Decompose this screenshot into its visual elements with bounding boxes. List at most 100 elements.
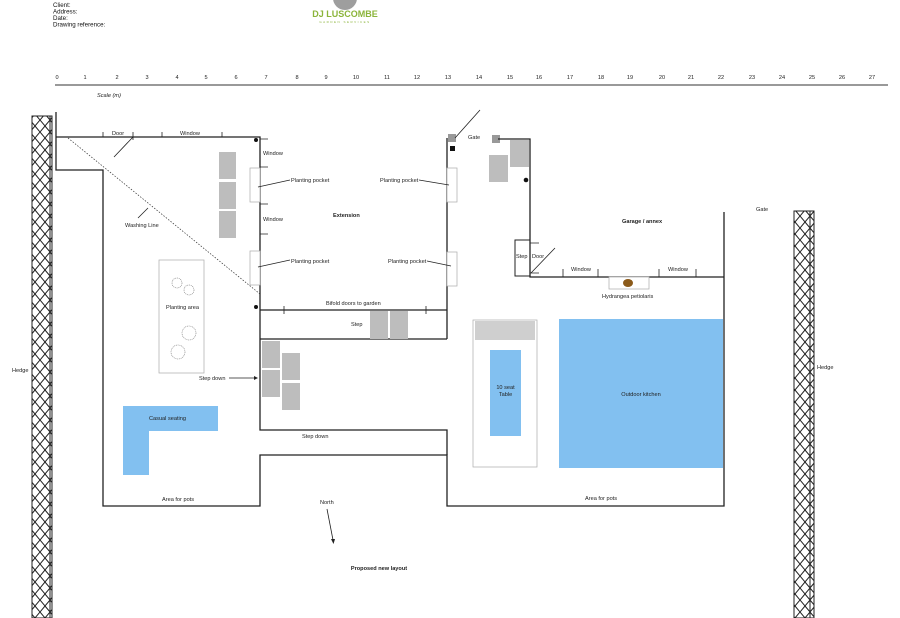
scale-tick-label: 8 — [295, 75, 298, 81]
scale-tick-label: 10 — [353, 75, 359, 81]
scale-tick-label: 15 — [507, 75, 513, 81]
gate-label: Gate — [756, 207, 768, 213]
paving-slabs — [219, 140, 529, 410]
garage-marks — [530, 242, 697, 277]
scale-tick-label: 18 — [598, 75, 604, 81]
scale-tick-label: 2 — [115, 75, 118, 81]
scale-tick-label: 3 — [145, 75, 148, 81]
hydrangea-label: Hydrangea petiolaris — [602, 294, 654, 300]
planting-pocket-label: Planting pocket — [291, 178, 330, 184]
side-step — [514, 239, 531, 277]
arrowhead — [331, 539, 335, 544]
planting-pocket-label: Planting pocket — [388, 259, 427, 265]
casual-seating — [123, 406, 218, 475]
boundary-wall — [55, 112, 725, 507]
door-side-label: Door — [532, 254, 544, 260]
gate-post — [492, 135, 500, 143]
area-for-pots-label: Area for pots — [585, 496, 617, 502]
scale-tick-label: 1 — [83, 75, 86, 81]
post-dot — [254, 138, 258, 142]
hedge-right — [793, 210, 815, 618]
house-wall — [56, 136, 448, 455]
washing-line-arrow — [137, 207, 149, 219]
gate-label: Gate — [468, 135, 480, 141]
gate-swing — [454, 109, 481, 139]
outdoor-kitchen-label: Outdoor kitchen — [621, 392, 661, 398]
planting-pockets — [249, 167, 458, 287]
planting-pocket-label: Planting pocket — [380, 178, 419, 184]
scale-tick-label: 13 — [445, 75, 451, 81]
window-label: Window — [571, 267, 592, 273]
hedge-right-label: Hedge — [817, 365, 833, 371]
plant-icons — [170, 277, 197, 360]
address-label: Address: — [53, 9, 78, 16]
scale-tick-label: 20 — [659, 75, 665, 81]
scale-tick-label: 11 — [384, 75, 390, 81]
north-arrow — [326, 508, 334, 541]
step-down-label: Step down — [302, 434, 328, 440]
scale-tick-label: 24 — [779, 75, 785, 81]
scale-tick-label: 5 — [204, 75, 207, 81]
svg-text:GARDEN SERVICES: GARDEN SERVICES — [319, 20, 370, 24]
hedge-left — [31, 115, 53, 618]
scale-tick-label: 12 — [414, 75, 420, 81]
scale-tick-label: 25 — [809, 75, 815, 81]
table-label: Table — [499, 392, 512, 398]
scale-tick-label: 21 — [688, 75, 694, 81]
step-label: Step — [351, 322, 363, 328]
post-dot — [254, 305, 258, 309]
drawing-reference-label: Drawing reference: — [53, 22, 106, 29]
scale-tick-label: 14 — [476, 75, 482, 81]
hydrangea-plant — [623, 279, 633, 287]
window-ext-label-1: Window — [263, 151, 284, 157]
plan-title: Proposed new layout — [351, 566, 407, 572]
pocket-arrows — [257, 179, 452, 268]
scale-tick-label: 26 — [839, 75, 845, 81]
north-label: North — [320, 500, 334, 506]
planting-area — [158, 259, 205, 374]
window-ext-label-2: Window — [263, 217, 284, 223]
extension-label: Extension — [333, 213, 360, 219]
step-down-label: Step down — [199, 376, 225, 382]
bifold-label: Bifold doors to garden — [326, 301, 381, 307]
scale-tick-label: 4 — [175, 75, 178, 81]
outdoor-kitchen — [559, 319, 723, 468]
washing-line — [67, 137, 261, 295]
scale-tick-label: 22 — [718, 75, 724, 81]
post-marker — [450, 146, 455, 151]
step-side-label: Step — [516, 254, 528, 260]
logo: DJ LUSCOMBE GARDEN SERVICES — [312, 0, 378, 24]
gate-post — [448, 134, 456, 142]
planting-area-label: Planting area — [166, 305, 200, 311]
scale-label: Scale (m) — [97, 93, 121, 99]
door-window-marks — [102, 132, 223, 158]
planting-strip — [475, 321, 535, 340]
scale-tick-label: 6 — [234, 75, 237, 81]
table — [490, 350, 521, 436]
window-label: Window — [668, 267, 689, 273]
casual-seating-label: Casual seating — [149, 416, 186, 422]
garage-label: Garage / annex — [622, 219, 663, 225]
door-label: Door — [112, 131, 124, 137]
scale-tick-label: 19 — [627, 75, 633, 81]
area-for-pots-label: Area for pots — [162, 497, 194, 503]
svg-text:DJ LUSCOMBE: DJ LUSCOMBE — [312, 9, 378, 19]
scale-tick-label: 7 — [264, 75, 267, 81]
hedge-left-label: Hedge — [12, 368, 28, 374]
client-label: Client: — [53, 2, 71, 9]
scale-tick-label: 17 — [567, 75, 573, 81]
scale-tick-label: 23 — [749, 75, 755, 81]
scale-tick-label: 16 — [536, 75, 542, 81]
post-dot — [523, 177, 529, 183]
scale-tick-label: 0 — [55, 75, 58, 81]
window-label: Window — [180, 131, 201, 137]
washing-line-label: Washing Line — [125, 223, 159, 229]
extension-marks — [260, 138, 427, 314]
extension-wall — [260, 138, 448, 340]
planting-pocket-label: Planting pocket — [291, 259, 330, 265]
scale-tick-label: 9 — [324, 75, 327, 81]
scale-tick-label: 27 — [869, 75, 875, 81]
date-label: Date: — [53, 15, 68, 22]
